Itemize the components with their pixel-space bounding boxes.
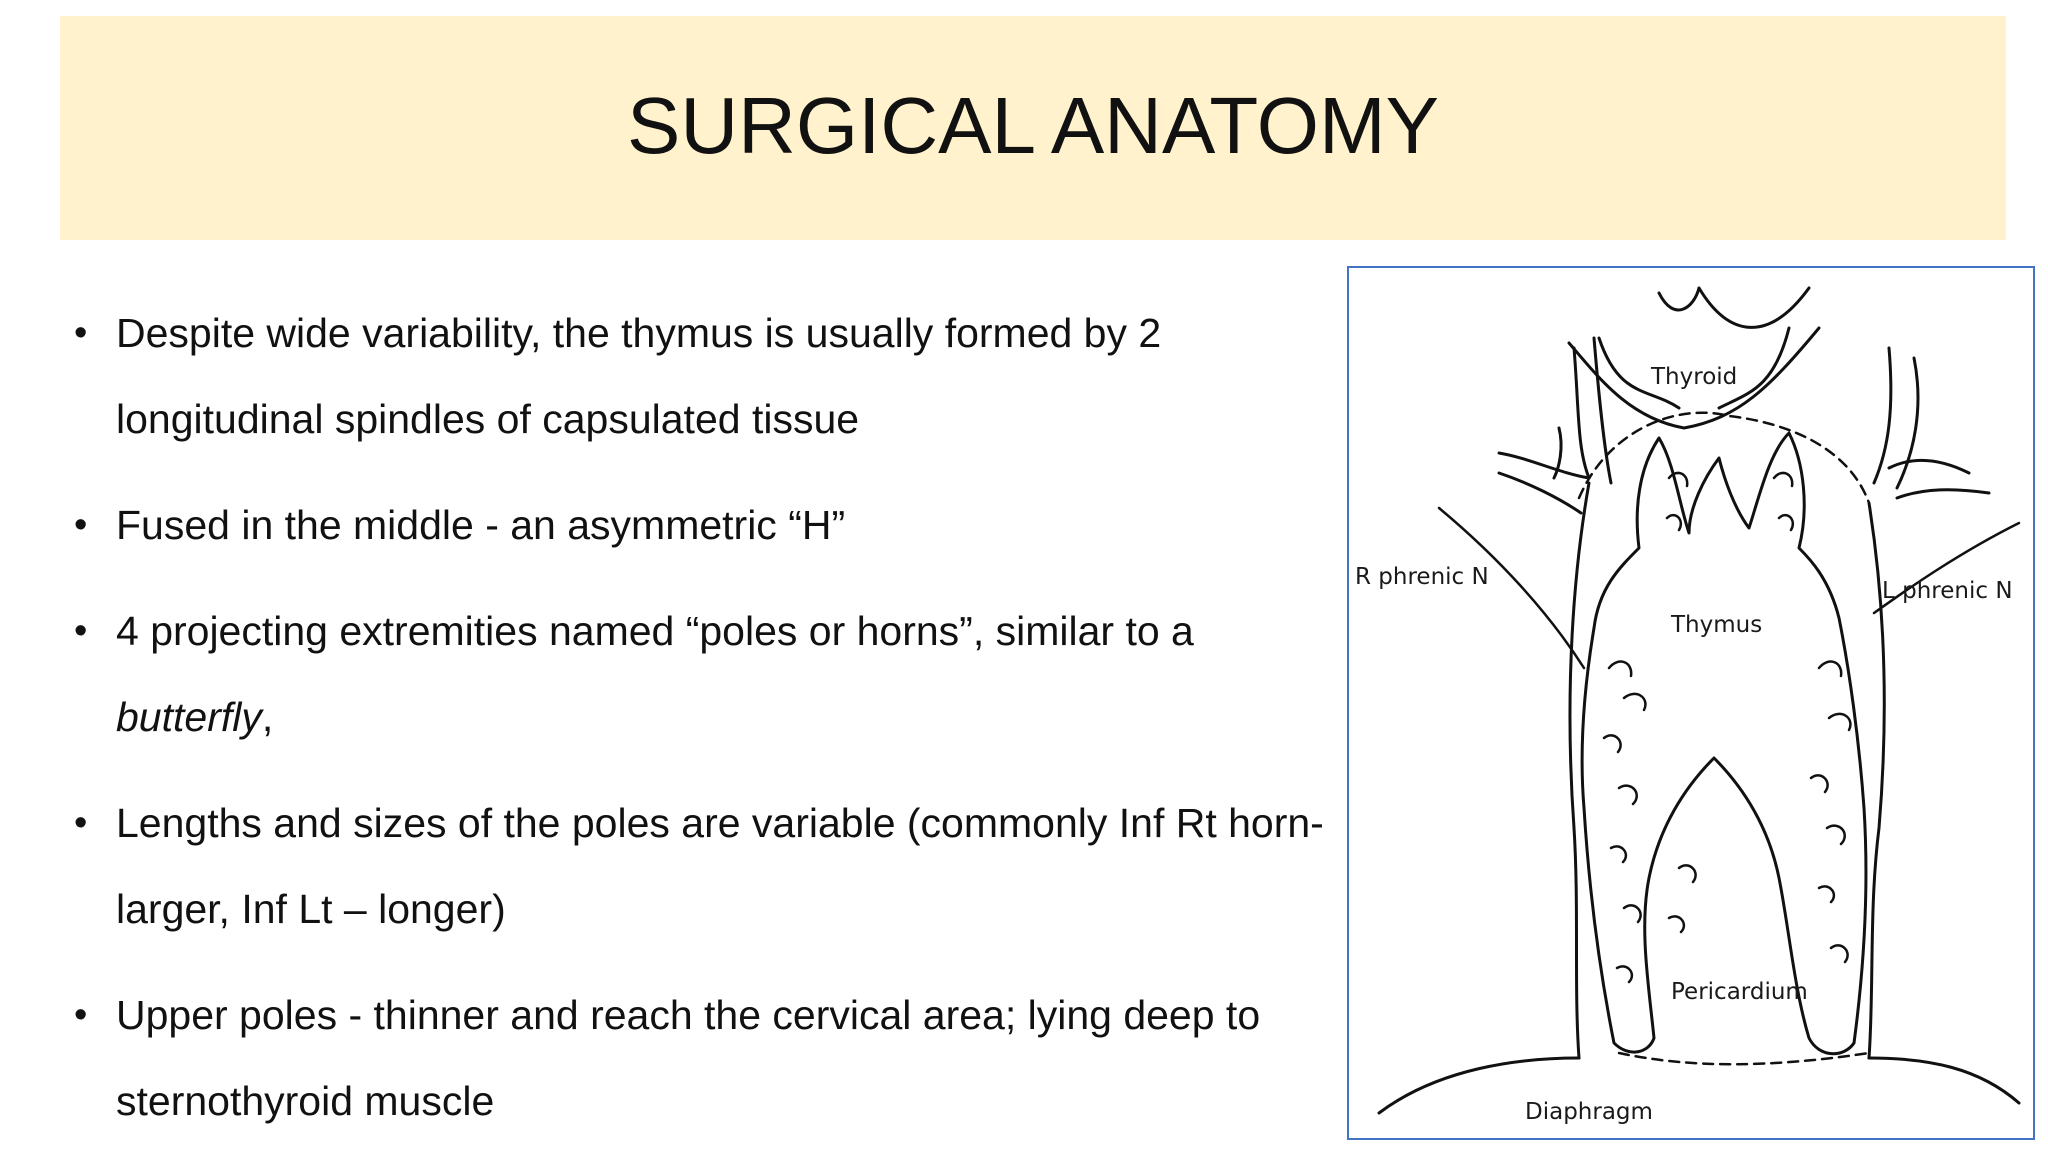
bullet-text: Despite wide variability, the thymus is … [116, 310, 1162, 442]
label-thymus: Thymus [1670, 612, 1762, 638]
thymus-diagram: Thyroid Thymus R phrenic N L phrenic N P… [1355, 286, 2021, 1125]
mediastinum-left [1568, 481, 1591, 1060]
vessel-left-3 [1497, 451, 1591, 515]
bullet-item: Despite wide variability, the thymus is … [74, 290, 1334, 462]
thymus-lobules [1602, 471, 1852, 984]
diaphragm-outline [1377, 1056, 2021, 1115]
vessel-left [1572, 346, 1591, 480]
l-phrenic-nerve [1872, 521, 2021, 615]
vessel-right [1872, 346, 1893, 485]
thyroid-outline-2 [1597, 326, 1791, 410]
bullet-text: Fused in the middle - an asymmetric “H” [116, 502, 846, 548]
label-diaphragm: Diaphragm [1525, 1099, 1653, 1125]
bullet-text-end: , [261, 694, 274, 740]
bullet-item: 4 projecting extremities named “poles or… [74, 588, 1334, 760]
vessel-right-2 [1895, 356, 1920, 490]
vessel-left-2 [1592, 336, 1613, 485]
bullet-text: 4 projecting extremities named “poles or… [116, 608, 1194, 654]
bullet-item: Lengths and sizes of the poles are varia… [74, 780, 1334, 952]
vessel-right-3 [1887, 458, 1991, 500]
title-band: SURGICAL ANATOMY [60, 16, 2006, 240]
vessel-left-4 [1552, 426, 1563, 480]
label-thyroid: Thyroid [1650, 364, 1737, 390]
thymus-outline [1580, 431, 1868, 1056]
trachea-outline [1657, 286, 1811, 329]
bullet-emphasis: butterfly [116, 694, 262, 740]
thymus-diagram-frame: Thyroid Thymus R phrenic N L phrenic N P… [1347, 266, 2035, 1140]
dashed-outline-top [1577, 411, 1871, 505]
slide-title: SURGICAL ANATOMY [626, 81, 1440, 170]
dashed-outline-bottom [1617, 1051, 1871, 1066]
bullet-text: Lengths and sizes of the poles are varia… [116, 800, 1324, 932]
bullet-item: Upper poles - thinner and reach the cerv… [74, 972, 1334, 1144]
bullet-item: Fused in the middle - an asymmetric “H” [74, 482, 1334, 568]
label-r-phrenic: R phrenic N [1355, 564, 1489, 590]
bullet-text: Upper poles - thinner and reach the cerv… [116, 992, 1261, 1124]
bullet-list: Despite wide variability, the thymus is … [74, 290, 1334, 1152]
r-phrenic-nerve [1437, 506, 1586, 670]
label-l-phrenic: L phrenic N [1882, 578, 2013, 604]
mediastinum-right [1867, 501, 1886, 1060]
label-pericardium: Pericardium [1671, 979, 1808, 1005]
